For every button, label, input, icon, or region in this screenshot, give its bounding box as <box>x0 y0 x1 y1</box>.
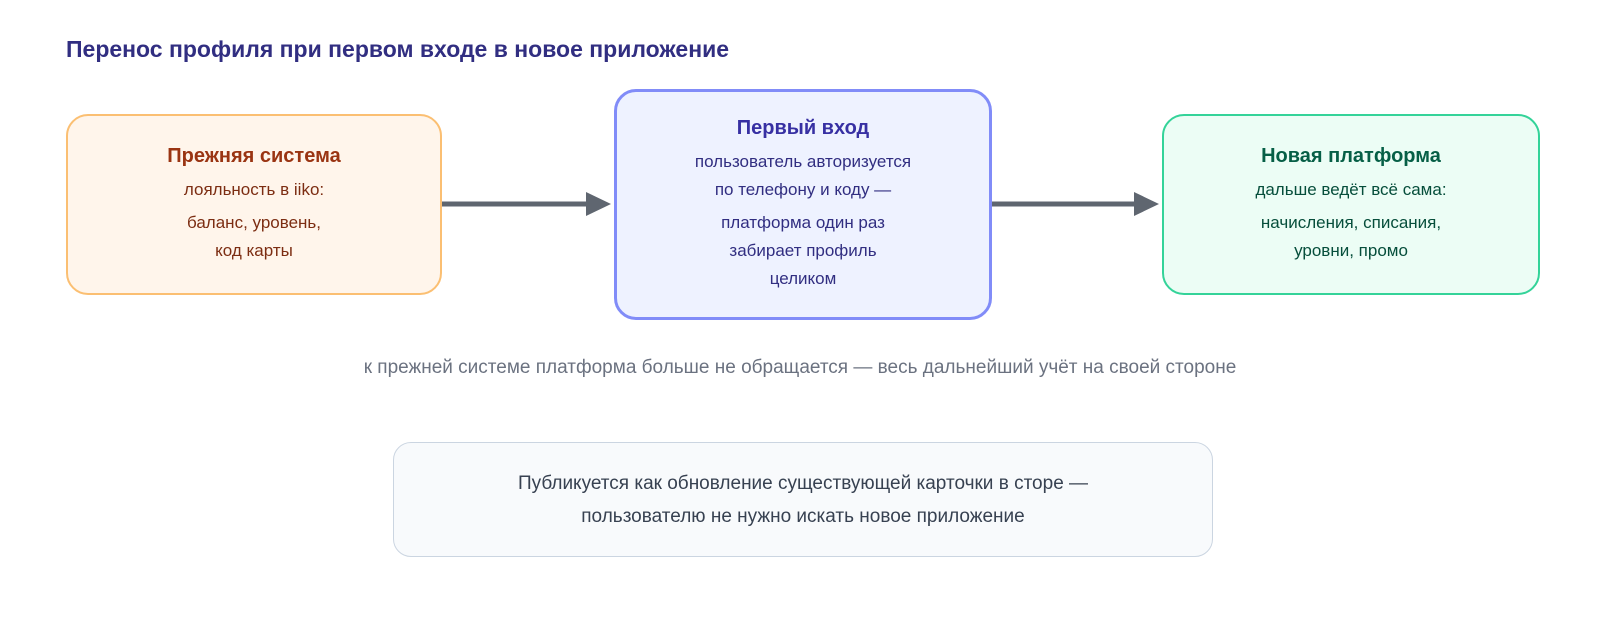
store-note-line: пользователю не нужно искать новое прило… <box>581 505 1025 527</box>
diagram-title: Перенос профиля при первом входе в новое… <box>66 36 730 62</box>
new-platform-line: дальше ведёт всё сама: <box>1255 179 1447 199</box>
old-system-title: Прежняя система <box>167 144 341 167</box>
flow-caption: к прежней системе платформа больше не об… <box>363 357 1237 378</box>
first-login-box: Первый вход пользователь авторизуется по… <box>614 89 992 320</box>
store-note-box: Публикуется как обновление существующей … <box>393 442 1213 557</box>
first-login-line: платформа один раз <box>721 212 885 232</box>
old-system-line: код карты <box>215 240 293 260</box>
new-platform-line: начисления, списания, <box>1260 212 1442 232</box>
new-platform-line: уровни, промо <box>1294 240 1408 260</box>
store-note-line: Публикуется как обновление существующей … <box>517 472 1089 494</box>
arrow-first-to-new-head <box>1134 192 1159 216</box>
first-login-title: Первый вход <box>736 116 870 139</box>
first-login-line: пользователь авторизуется <box>694 151 912 171</box>
first-login-line: забирает профиль <box>729 240 877 260</box>
arrow-old-to-first-head <box>586 192 611 216</box>
new-platform-box: Новая платформа дальше ведёт всё сама: н… <box>1162 114 1540 295</box>
old-system-box: Прежняя система лояльность в iiko: балан… <box>66 114 442 295</box>
old-system-line: лояльность в iiko: <box>183 179 325 199</box>
new-platform-title: Новая платформа <box>1261 144 1441 167</box>
first-login-line: по телефону и коду — <box>714 179 892 199</box>
first-login-line: целиком <box>769 268 837 288</box>
old-system-line: баланс, уровень, <box>187 212 321 232</box>
